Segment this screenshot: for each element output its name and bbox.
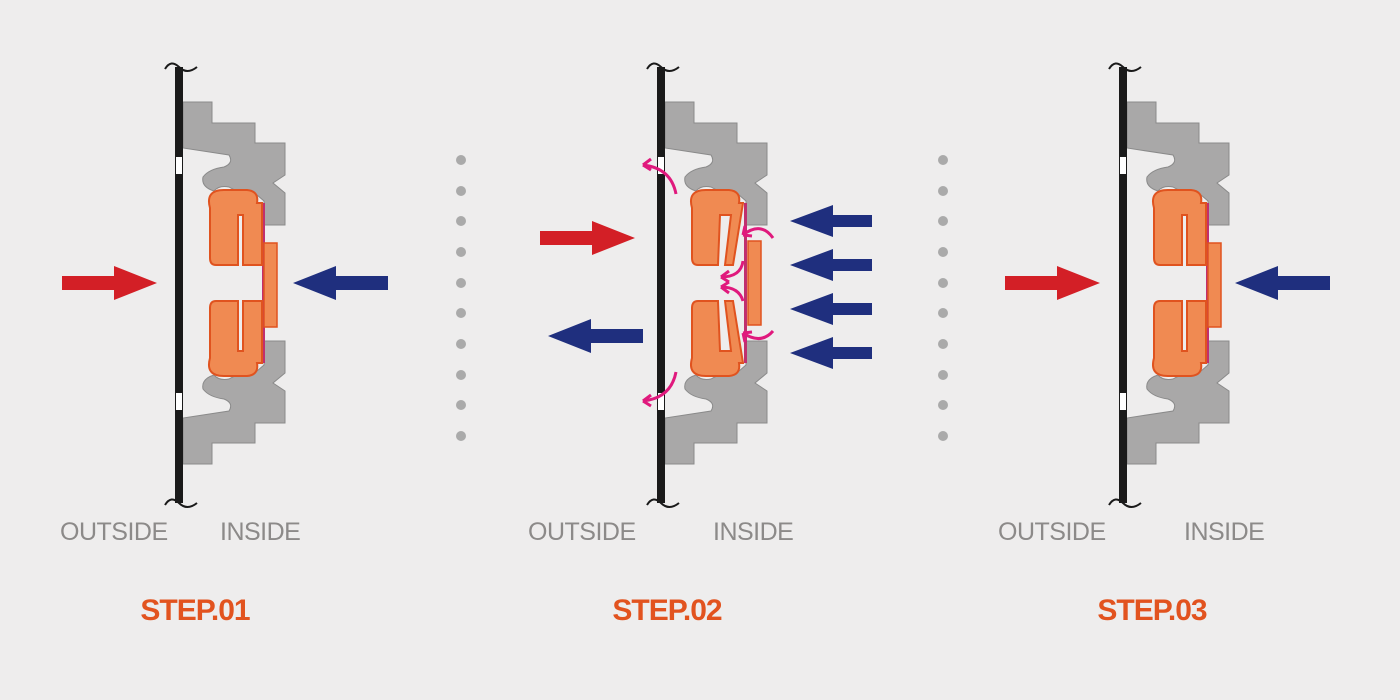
outside-label: OUTSIDE bbox=[998, 518, 1106, 546]
outside-pressure-arrow bbox=[540, 221, 635, 255]
panel-step-02 bbox=[540, 62, 872, 508]
valve-bottom bbox=[689, 300, 744, 377]
valve-top bbox=[689, 189, 744, 266]
inside-label: INSIDE bbox=[1184, 518, 1265, 546]
outside-label: OUTSIDE bbox=[60, 518, 168, 546]
outside-pressure-arrow bbox=[62, 266, 157, 300]
outside-label: OUTSIDE bbox=[528, 518, 636, 546]
airflow-arrows bbox=[642, 157, 775, 408]
valve-plate bbox=[1207, 242, 1222, 328]
step-label: STEP.02 bbox=[612, 594, 722, 627]
divider-dots-1 bbox=[456, 155, 466, 441]
inside-label: INSIDE bbox=[220, 518, 301, 546]
inside-pressure-arrows bbox=[790, 205, 872, 369]
valve-bottom bbox=[1151, 300, 1207, 377]
valve-plate bbox=[747, 240, 762, 326]
valve-plate bbox=[263, 242, 278, 328]
panel-step-03 bbox=[1005, 62, 1330, 508]
step-label: STEP.01 bbox=[140, 594, 250, 627]
inside-pressure-arrow bbox=[293, 266, 388, 300]
outside-pressure-arrow bbox=[1005, 266, 1100, 300]
valve-top bbox=[207, 189, 263, 266]
inside-label: INSIDE bbox=[713, 518, 794, 546]
divider-dots-2 bbox=[938, 155, 948, 441]
step-label: STEP.03 bbox=[1097, 594, 1207, 627]
inside-pressure-arrow bbox=[1235, 266, 1330, 300]
seal-line bbox=[744, 203, 747, 363]
valve-top bbox=[1151, 189, 1207, 266]
valve-bottom bbox=[207, 300, 263, 377]
backflow-arrow bbox=[548, 319, 643, 353]
panel-step-01 bbox=[62, 62, 388, 508]
